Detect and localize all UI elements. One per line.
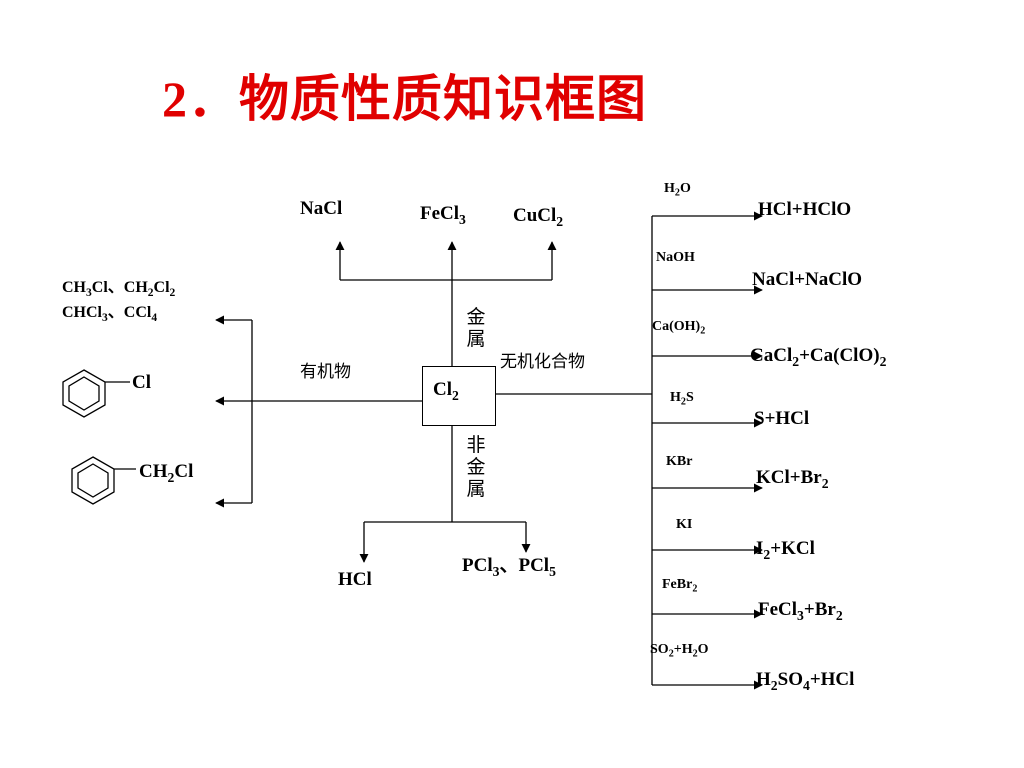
branch-nonmetal-label: 非金属	[466, 434, 486, 500]
branch-inorganic-label: 无机化合物	[500, 352, 585, 372]
product-nacl: NaCl	[300, 198, 343, 219]
reagent-naoh: NaOH	[656, 250, 695, 265]
product-pcl3-pcl5: PCl3、PCl5	[462, 555, 556, 579]
branch-organic-label: 有机物	[300, 362, 351, 382]
product-h2so4-hcl: H2SO4+HCl	[756, 669, 855, 693]
product-nacl-naclo: NaCl+NaClO	[752, 269, 863, 290]
chlorine-node	[422, 366, 496, 426]
reagent-kbr: KBr	[666, 454, 693, 469]
reagent-ki: KI	[676, 517, 693, 532]
product-s-hcl: S+HCl	[754, 408, 810, 429]
product-fecl3: FeCl3	[420, 203, 466, 227]
product-fecl3-br2: FeCl3+Br2	[758, 599, 843, 623]
reagent-caoh2: Ca(OH)2	[652, 319, 706, 337]
product-hcl: HCl	[338, 569, 372, 590]
product-kcl-br2: KCl+Br2	[756, 467, 829, 491]
branch-metal-label: 金属	[466, 306, 486, 350]
product-benzyl-chloride-label: CH2Cl	[139, 461, 194, 485]
product-i2-kcl: I2+KCl	[756, 538, 815, 562]
product-chloromethanes-line1: CH3Cl、CH2Cl2	[62, 279, 176, 300]
product-chlorobenzene-label: Cl	[132, 372, 151, 393]
page-title: 2．物质性质知识框图	[162, 71, 647, 127]
product-chloromethanes-line2: CHCl3、CCl4	[62, 304, 158, 325]
center-label: Cl2	[433, 379, 459, 403]
reagent-febr2: FeBr2	[662, 577, 698, 595]
product-cucl2: CuCl2	[513, 205, 564, 229]
product-hcl-hclo: HCl+HClO	[758, 199, 852, 220]
reagent-so2-h2o: SO2+H2O	[650, 642, 709, 660]
reagent-h2o: H2O	[664, 181, 691, 199]
reagent-h2s: H2S	[670, 390, 694, 408]
benzene-ring-icon	[62, 369, 130, 418]
product-cacl2-caclo2: CaCl2+Ca(ClO)2	[750, 345, 887, 369]
benzene-ring-icon	[71, 456, 136, 505]
